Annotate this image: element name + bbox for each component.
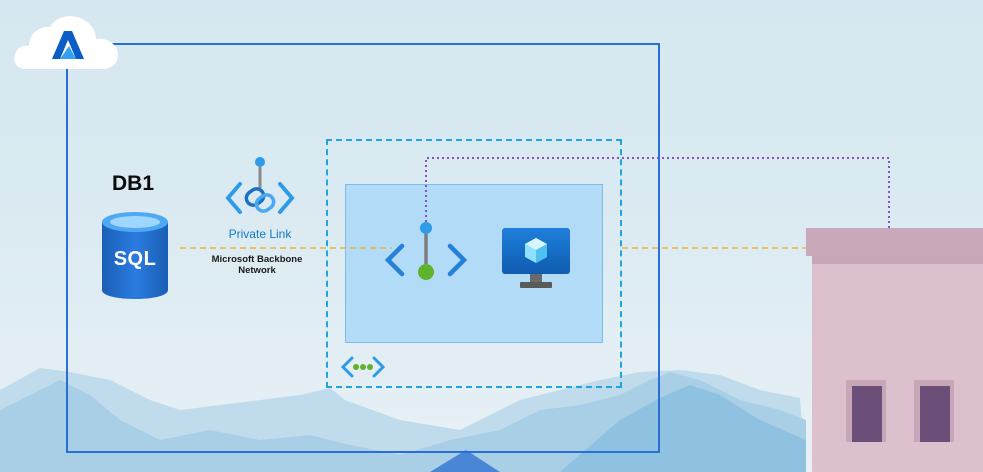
backbone-network-label: Microsoft Backbone Network: [198, 254, 316, 276]
azure-region-boundary: [66, 43, 660, 453]
sql-engine-label: SQL: [113, 248, 157, 270]
private-link-label: Private Link: [228, 227, 292, 241]
backbone-label-line2: Network: [238, 265, 276, 276]
private-link-icon: [225, 157, 295, 214]
virtual-network-boundary: [326, 139, 622, 388]
database-name: DB1: [112, 172, 155, 195]
backbone-label-line1: Microsoft Backbone: [211, 254, 303, 265]
sql-database-icon: [102, 212, 168, 299]
azure-cloud-icon: [14, 16, 119, 69]
on-premises-building-icon: [806, 228, 983, 472]
private-endpoint-icon: [384, 222, 468, 280]
virtual-network-icon: [340, 356, 386, 378]
management-connection-line: [425, 157, 890, 228]
virtual-machine-icon: [502, 228, 570, 288]
